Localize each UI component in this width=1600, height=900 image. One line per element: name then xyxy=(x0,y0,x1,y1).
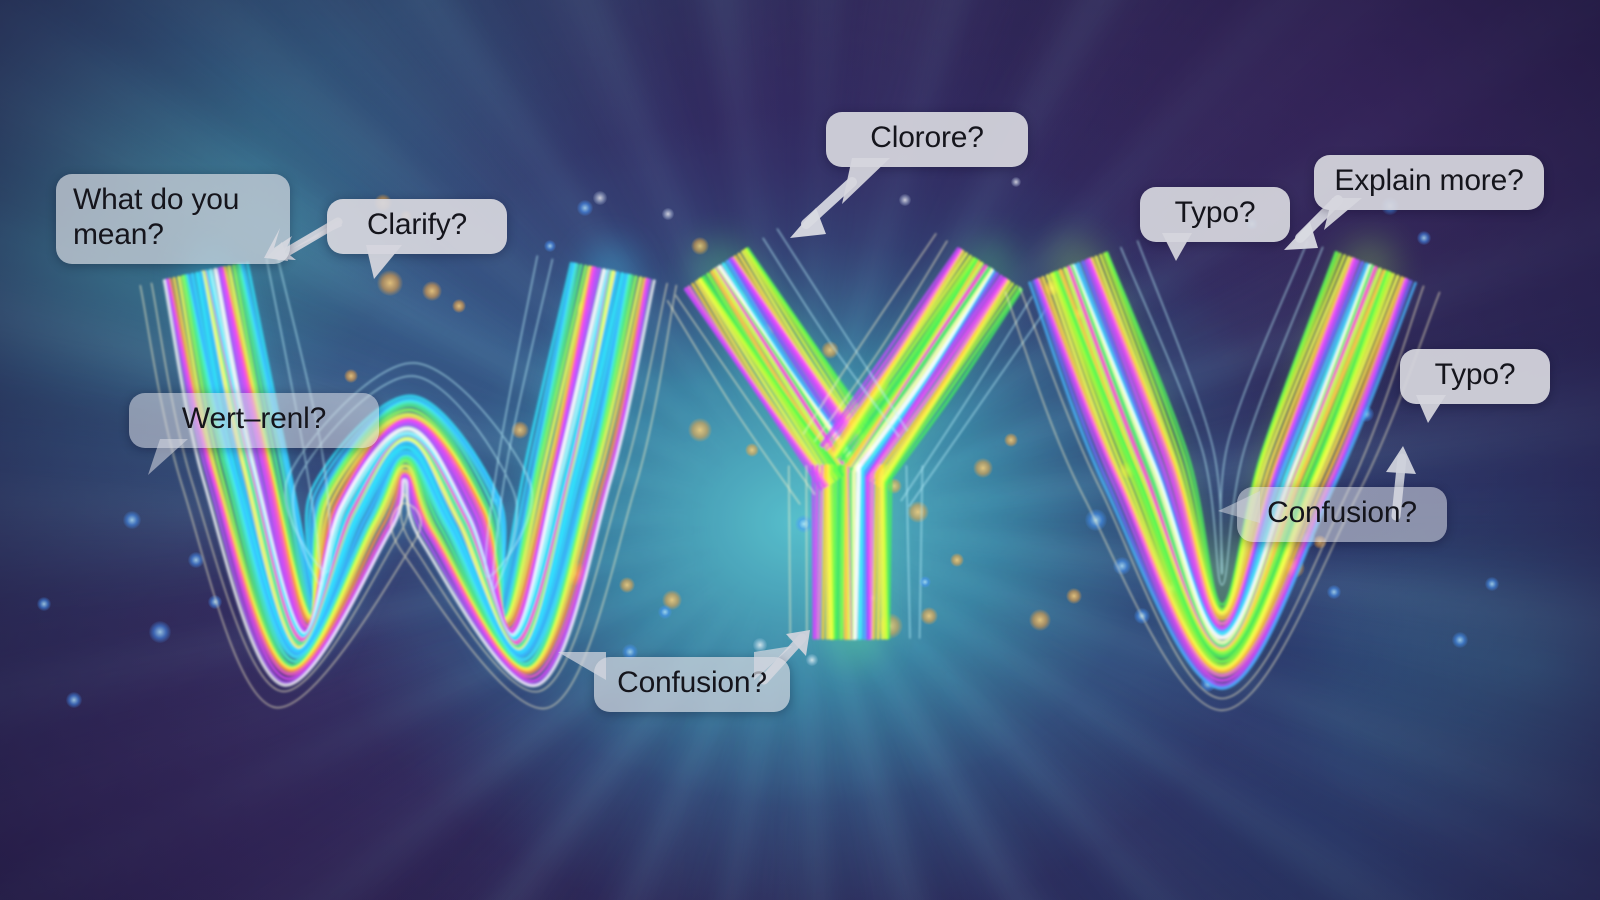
neon-outline-strand xyxy=(1004,291,1441,712)
neon-outline-strand xyxy=(908,306,1049,507)
neon-outline-strand xyxy=(802,233,937,435)
neon-outline-strand xyxy=(675,294,816,495)
neon-outline-strand xyxy=(1018,285,1425,700)
neon-strand xyxy=(712,268,847,476)
neon-strand xyxy=(821,464,827,640)
neon-strand xyxy=(1094,255,1351,615)
neon-strand xyxy=(217,267,602,637)
neon-strand xyxy=(195,271,625,655)
neon-strand xyxy=(836,257,978,459)
neon-strand xyxy=(683,287,823,491)
neon-strand xyxy=(177,275,643,671)
neon-outline-strand xyxy=(776,228,908,431)
neon-outline-strand xyxy=(265,258,554,590)
bubble-typo-right[interactable]: Typo? xyxy=(1400,349,1550,404)
neon-strand xyxy=(697,278,832,486)
neon-outline-strand xyxy=(1120,246,1324,586)
neon-strand xyxy=(816,464,824,640)
bubble-confusion-right[interactable]: Confusion? xyxy=(1237,487,1447,542)
neon-strand xyxy=(698,277,835,484)
neon-strand xyxy=(881,288,1023,490)
neon-strand xyxy=(851,267,993,470)
neon-strand xyxy=(821,248,962,449)
neon-outline-strand xyxy=(762,237,900,437)
neon-strand xyxy=(811,464,816,640)
letter-y-strands xyxy=(666,228,1049,641)
bubble-clarify[interactable]: Clarify? xyxy=(327,199,507,254)
neon-outline-strand xyxy=(1136,240,1309,575)
neon-strand xyxy=(871,464,879,640)
bubble-typo-top[interactable]: Typo? xyxy=(1140,187,1290,242)
neon-strand xyxy=(876,464,883,640)
neon-outline-strand xyxy=(276,255,539,578)
neon-strand xyxy=(887,464,893,640)
neon-strand xyxy=(825,464,830,640)
neon-strand xyxy=(198,270,620,654)
neon-strand xyxy=(1028,281,1417,690)
neon-strand xyxy=(834,464,843,640)
neon-strand xyxy=(834,256,976,458)
neon-strand xyxy=(213,267,606,638)
neon-strand xyxy=(831,464,838,640)
neon-outline-strand xyxy=(666,300,801,505)
neon-outline-strand xyxy=(139,284,678,710)
neon-strand xyxy=(813,464,819,640)
neon-outline-strand xyxy=(805,465,808,639)
neon-outline-strand xyxy=(905,465,911,639)
neon-strand xyxy=(866,277,1008,480)
neon-strand xyxy=(231,264,588,621)
neon-strand xyxy=(868,464,875,640)
neon-outline-strand xyxy=(900,296,1033,502)
neon-strand xyxy=(853,463,861,641)
bubble-wert-renl[interactable]: Wert–renl? xyxy=(129,393,379,448)
neon-strand xyxy=(857,463,864,641)
neon-strand xyxy=(839,464,846,640)
neon-strand xyxy=(879,464,885,640)
neon-strand xyxy=(180,275,638,671)
neon-outline-strand xyxy=(918,465,924,639)
neon-outline-strand xyxy=(150,282,668,693)
neon-strand xyxy=(819,246,960,447)
neon-outline-strand xyxy=(814,240,948,442)
letter-v-strands xyxy=(1004,240,1441,712)
letter-w-strands xyxy=(139,255,678,710)
neon-strand xyxy=(879,287,1022,489)
neon-outline-strand xyxy=(788,465,792,639)
bubble-what-do-you-mean[interactable]: What do you mean? xyxy=(56,174,290,264)
bubble-confusion-bottom[interactable]: Confusion? xyxy=(594,657,790,712)
neon-strand xyxy=(1035,277,1408,678)
bubble-clorore[interactable]: Clorore? xyxy=(826,112,1028,167)
neon-strand xyxy=(162,279,656,688)
bubble-explain-more[interactable]: Explain more? xyxy=(1314,155,1544,210)
